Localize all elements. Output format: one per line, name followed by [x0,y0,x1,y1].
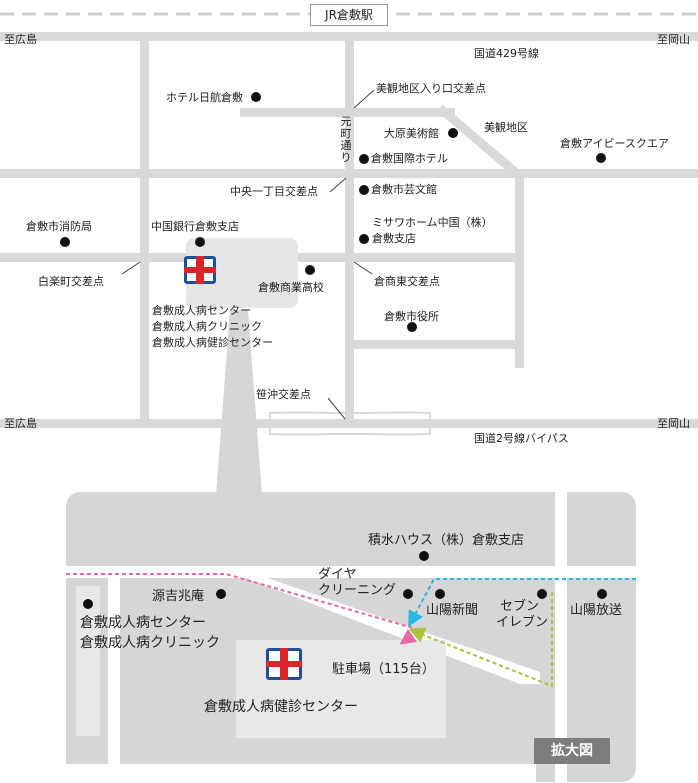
detail-block-left [76,586,100,736]
detail-center-label-1: 倉敷成人病センター [80,615,206,631]
to-hiroshima-bottom-label: 至広島 [4,417,37,430]
checkup-center-label: 倉敷成人病健診センター [204,699,358,715]
leader-lines [121,89,375,420]
genkichi-label: 源吉兆庵 [152,589,205,604]
seven-label-1: セブン [500,599,540,614]
misawa-label-2: 倉敷支店 [372,232,416,245]
seven-label-2: イレブン [496,615,549,630]
area-center-label-2: 倉敷成人病クリニック [152,320,262,333]
area-center-label-1: 倉敷成人病センター [152,304,251,317]
bikan-diagonal-road [437,104,518,176]
hotel-nikko-label: ホテル日航倉敷 [166,91,243,104]
chuo-crossing-label: 中央一丁目交差点 [230,185,318,198]
hakuraku-crossing-label: 白楽町交差点 [38,275,104,288]
area-center-label-3: 倉敷成人病健診センター [152,336,273,349]
bypass-label: 国道2号線バイパス [474,432,569,445]
zoom-cone [216,310,262,495]
geibunkan-label: 倉敷市芸文館 [371,183,437,196]
sasaoki-crossing-label: 笹沖交差点 [256,388,311,401]
route-green [408,592,553,688]
detail-map-bg [66,492,636,782]
diya-label-2: クリーニング [318,583,397,598]
diya-label-1: ダイヤ [318,567,357,582]
hospital-block [186,238,298,308]
motomachi-dori-label: 元町通り [340,115,352,164]
kokusai-hotel-label: 倉敷国際ホテル [371,152,448,165]
misawa-label-1: ミサワホーム中国（株） [372,216,493,229]
commercial-hs-label: 倉敷商業高校 [258,281,324,294]
city-hall-label: 倉敷市役所 [384,310,439,323]
hospital-logo-icon [266,648,302,680]
to-okayama-bottom-label: 至岡山 [657,417,690,430]
area-landmark-dots [60,92,606,332]
bikan-district-label: 美観地区 [484,121,528,134]
sanyo-broadcast-label: 山陽放送 [570,603,623,618]
chugoku-bank-label: 中国銀行倉敷支店 [151,220,239,233]
sanyo-shimbun-label: 山陽新聞 [426,603,479,618]
zoom-badge: 拡大図 [534,738,610,764]
detail-center-label-2: 倉敷成人病クリニック [80,635,220,651]
fire-station-label: 倉敷市消防局 [26,220,92,233]
detail-landmark-dots [83,551,607,609]
sekisui-label: 積水ハウス（株）倉敷支店 [368,533,525,548]
route-429-label: 国道429号線 [474,47,539,60]
soshohigashi-crossing-label: 倉商東交差点 [374,275,440,288]
to-hiroshima-label: 至広島 [4,33,37,46]
to-okayama-label: 至岡山 [657,33,690,46]
area-roads [0,32,698,428]
route-cyan [408,578,636,628]
ohara-museum-label: 大原美術館 [384,127,439,140]
parking-label: 駐車場（115台） [332,662,435,677]
bypass-interchange [269,411,431,436]
jr-kurashiki-station: JR倉敷駅 [310,4,388,26]
route-pink [66,573,423,645]
detail-diagonal-road [230,572,540,684]
hospital-logo-icon [184,256,216,284]
bikan-entrance-crossing-label: 美観地区入り口交差点 [376,82,486,95]
ivy-square-label: 倉敷アイビースクエア [560,137,669,150]
